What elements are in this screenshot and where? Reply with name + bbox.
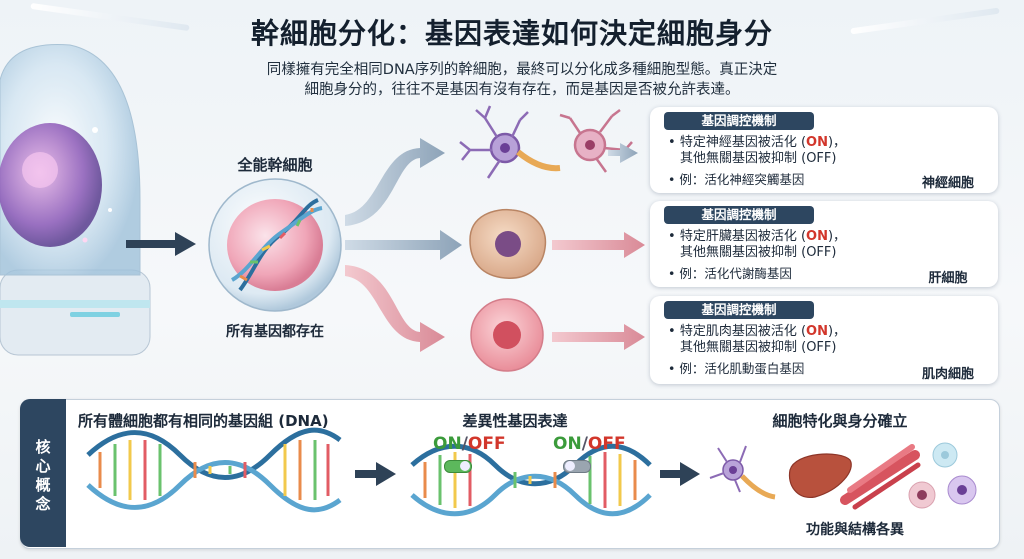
dna-helix-expression-icon <box>410 443 652 517</box>
arrow-muscle-to-card <box>552 324 645 350</box>
bottom-neuron-icon <box>709 445 776 500</box>
core-step3-caption: 功能與結構各異 <box>806 522 904 538</box>
bottom-liver-icon <box>788 453 852 498</box>
on-off-indicator-1: ON/OFF <box>433 434 506 454</box>
pathway-card-liver: 基因調控機制 • 特定肝臟基因被活化 (ON)， 其他無關基因被抑制 (OFF)… <box>650 201 998 287</box>
pathway-chip: 基因調控機制 <box>664 112 814 130</box>
mature-cell-name: 肝細胞 <box>928 271 968 286</box>
pathway-activation-line: • 特定肝臟基因被活化 (ON)， <box>668 229 847 244</box>
arrow-to-stem-cell <box>126 232 196 256</box>
arrow-to-muscle-cell <box>345 265 445 352</box>
core-concept-tab-label: 核心概念 <box>35 438 51 513</box>
mature-cell-name: 肌肉細胞 <box>921 367 974 382</box>
pathway-example: • 例：活化神經突觸基因 <box>668 172 805 187</box>
pathway-suppression-line: 其他無關基因被抑制 (OFF) <box>680 245 837 260</box>
arrow-core-step2-to-step3 <box>660 462 700 486</box>
on-off-indicator-2: ON/OFF <box>553 434 626 454</box>
toggle-off-icon <box>563 460 591 473</box>
arrow-to-neuron <box>345 138 445 226</box>
pathway-suppression-line: 其他無關基因被抑制 (OFF) <box>680 151 837 166</box>
pathway-chip: 基因調控機制 <box>664 301 814 319</box>
page-subtitle: 同樣擁有完全相同DNA序列的幹細胞，最終可以分化成多種細胞型態。真正決定細胞身分… <box>266 62 778 98</box>
bottom-muscle-icon <box>840 444 921 510</box>
toggle-on-icon <box>444 460 472 473</box>
dna-helix-genome-icon <box>86 427 342 513</box>
core-concept-tab <box>20 399 66 547</box>
pathway-chip: 基因調控機制 <box>664 206 814 224</box>
incubator-dome-icon <box>0 43 151 356</box>
mature-cell-name: 神經細胞 <box>921 176 974 191</box>
liver-precursor-cell-icon <box>469 208 547 279</box>
arrow-core-step1-to-step2 <box>355 462 396 486</box>
core-step3-label: 細胞特化與身分確立 <box>772 412 908 430</box>
pathway-activation-line: • 特定肌肉基因被活化 (ON)， <box>668 324 847 339</box>
pathway-example: • 例：活化肌動蛋白基因 <box>668 361 805 376</box>
neuron-cell-icon <box>459 105 633 179</box>
stem-cell-title: 全能幹細胞 <box>237 156 313 174</box>
core-step1-label: 所有體細胞都有相同的基因組 (DNA) <box>78 412 329 430</box>
pathway-example: • 例：活化代謝酶基因 <box>668 266 792 281</box>
page-title: 幹細胞分化：基因表達如何決定細胞身分 <box>250 17 773 50</box>
bottom-cells-cluster-icon <box>908 442 977 509</box>
stem-cell-icon <box>208 178 342 312</box>
arrow-to-liver-cell <box>345 230 462 260</box>
stem-cell-caption: 所有基因都存在 <box>226 324 324 340</box>
arrow-liver-to-card <box>552 232 645 258</box>
pathway-card-neuron: 基因調控機制 • 特定神經基因被活化 (ON)， 其他無關基因被抑制 (OFF)… <box>650 107 998 193</box>
pathway-card-muscle: 基因調控機制 • 特定肌肉基因被活化 (ON)， 其他無關基因被抑制 (OFF)… <box>650 296 998 384</box>
arrow-neuron-to-card <box>608 143 638 163</box>
pathway-activation-line: • 特定神經基因被活化 (ON)， <box>668 135 847 150</box>
pathway-suppression-line: 其他無關基因被抑制 (OFF) <box>680 340 837 355</box>
muscle-precursor-cell-icon <box>470 298 544 372</box>
core-step2-label: 差異性基因表達 <box>462 412 568 430</box>
